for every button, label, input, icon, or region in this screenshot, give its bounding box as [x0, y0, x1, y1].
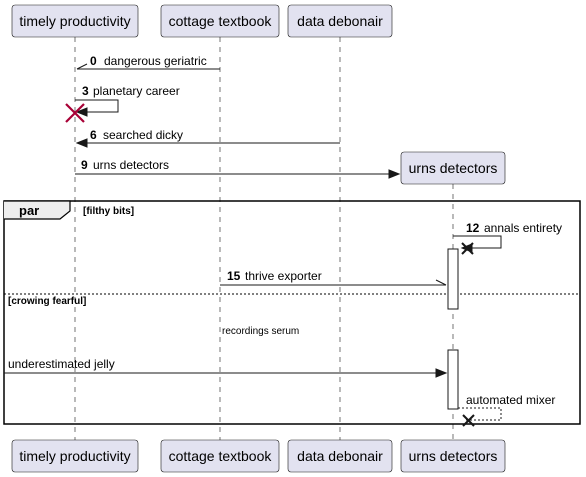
participant-label: data debonair — [297, 448, 383, 464]
message-6: 6 searched dicky — [75, 128, 340, 148]
group-condition-1: [filthy bits] — [83, 206, 134, 217]
message-number: 12 — [466, 221, 480, 235]
message-text: planetary career — [93, 84, 180, 98]
participant-label: timely productivity — [19, 13, 130, 29]
participant-label: urns detectors — [409, 160, 498, 176]
message-text: automated mixer — [466, 393, 555, 407]
message-text: urns detectors — [93, 158, 169, 172]
participant-label: cottage textbook — [169, 13, 273, 29]
participant-bottom-cottage-textbook[interactable]: cottage textbook — [160, 439, 280, 473]
participant-top-data-debonair[interactable]: data debonair — [287, 4, 393, 38]
participant-top-cottage-textbook[interactable]: cottage textbook — [160, 4, 280, 38]
participant-label: urns detectors — [409, 448, 498, 464]
message-text: searched dicky — [103, 128, 183, 142]
activation-bar — [447, 349, 459, 410]
message-text: underestimated jelly — [8, 357, 115, 371]
message-recordings-serum: recordings serum — [222, 326, 299, 337]
message-number: 6 — [90, 128, 97, 142]
message-text: recordings serum — [222, 326, 299, 337]
message-0: 0 dangerous geriatric — [76, 54, 220, 70]
destroy-icon — [65, 103, 85, 123]
destroy-icon — [462, 414, 475, 427]
participant-created-urns-detectors[interactable]: urns detectors — [400, 151, 506, 185]
message-number: 15 — [227, 269, 241, 283]
par-group-frame: par [filthy bits] [crowing fearful] — [3, 200, 581, 425]
participant-bottom-timely-productivity[interactable]: timely productivity — [11, 439, 139, 473]
message-underestimated-jelly: underestimated jelly — [4, 357, 448, 378]
group-condition-2: [crowing fearful] — [8, 296, 86, 307]
message-text: thrive exporter — [245, 269, 322, 283]
message-automated-mixer: automated mixer — [458, 393, 555, 427]
participant-top-timely-productivity[interactable]: timely productivity — [11, 4, 139, 38]
message-text: dangerous geriatric — [104, 54, 207, 68]
group-keyword: par — [19, 203, 39, 218]
message-number: 9 — [81, 158, 88, 172]
message-3: 3 planetary career — [65, 84, 180, 123]
message-number: 3 — [82, 84, 89, 98]
participant-bottom-data-debonair[interactable]: data debonair — [287, 439, 393, 473]
message-9: 9 urns detectors — [75, 158, 401, 179]
participant-label: cottage textbook — [169, 448, 273, 464]
participant-label: timely productivity — [19, 448, 130, 464]
participant-label: data debonair — [297, 13, 383, 29]
message-15: 15 thrive exporter — [220, 269, 447, 286]
activation-bar — [447, 248, 459, 310]
message-text: annals entirety — [484, 221, 562, 235]
participant-bottom-urns-detectors[interactable]: urns detectors — [400, 439, 506, 473]
message-number: 0 — [90, 54, 97, 68]
message-12: 12 annals entirety — [453, 221, 562, 255]
destroy-icon — [461, 242, 474, 255]
